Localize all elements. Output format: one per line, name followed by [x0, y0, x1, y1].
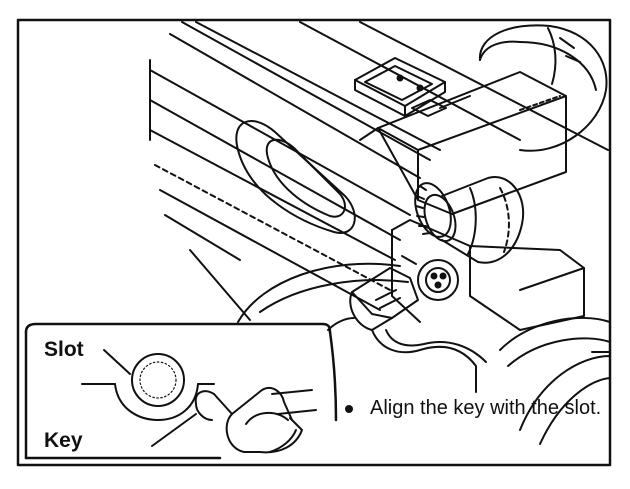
lower-housing: [391, 219, 585, 331]
side-grip: [235, 120, 356, 234]
connector-socket: [401, 255, 459, 301]
key-plug-diagram: [151, 386, 317, 454]
accessory-shoe: [354, 57, 446, 117]
main-lens: [499, 316, 611, 445]
slot-label: Slot: [44, 338, 84, 361]
camera-body: [149, 21, 609, 321]
viewfinder-housing: [359, 71, 567, 215]
key-label: Key: [44, 429, 83, 452]
bullet-icon: [345, 405, 353, 413]
viewfinder-eyecup: [478, 24, 608, 152]
slot-diagram: [81, 349, 215, 421]
figure-frame: [16, 18, 612, 467]
cable-plug: [237, 262, 487, 393]
detail-inset: [24, 322, 338, 460]
instruction-caption: Align the key with the slot.: [342, 395, 630, 422]
caption-text: Align the key with the slot.: [370, 397, 602, 419]
